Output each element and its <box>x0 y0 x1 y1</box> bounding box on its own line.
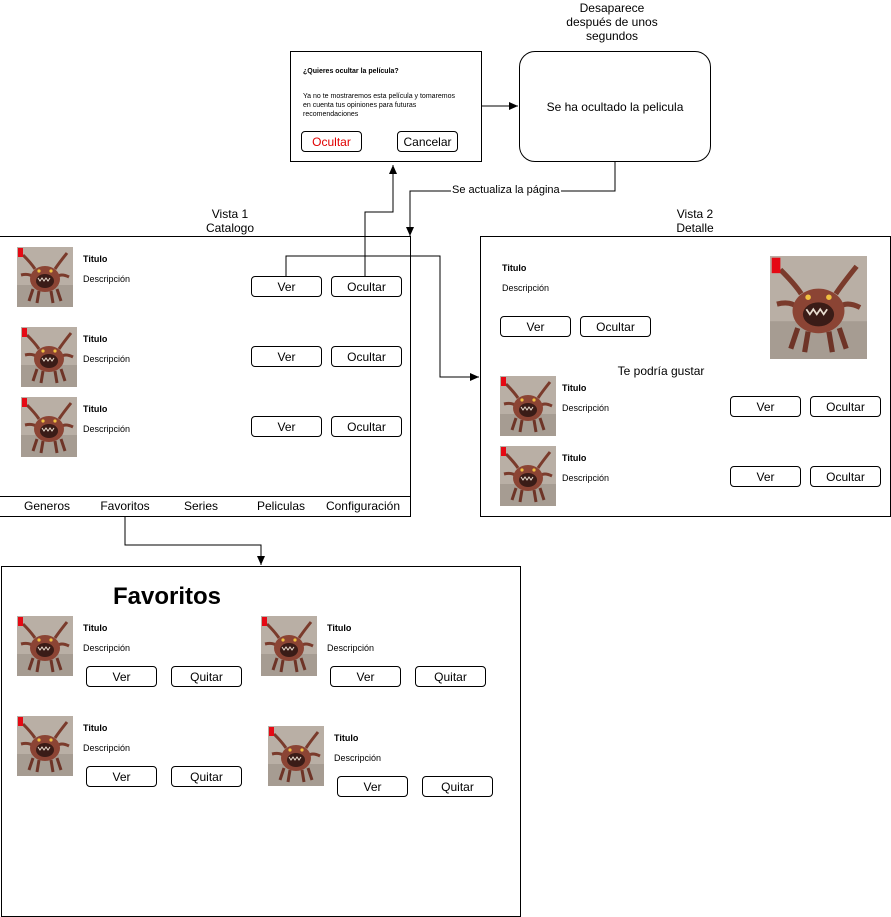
movie-poster-image[interactable] <box>17 616 73 676</box>
hide-button[interactable]: Ocultar <box>810 396 881 417</box>
catalog-caption-line1: Vista 1 <box>211 207 249 221</box>
item-title: Titulo <box>83 254 108 264</box>
item-title: Titulo <box>83 404 108 414</box>
view-button[interactable]: Ver <box>251 276 322 297</box>
item-description: Descripción <box>562 473 610 483</box>
detail-view: Titulo Descripción Ver Ocultar Te podría… <box>480 236 891 517</box>
item-description: Descripción <box>562 403 610 413</box>
detail-hide-button[interactable]: Ocultar <box>580 316 651 337</box>
connector-view-to-detail <box>285 255 479 381</box>
catalog-caption: Vista 1 Catalogo <box>190 207 270 235</box>
item-title: Titulo <box>83 334 108 344</box>
detail-title: Titulo <box>502 263 527 273</box>
remove-button[interactable]: Quitar <box>422 776 493 797</box>
nav-item-peliculas[interactable]: Peliculas <box>256 499 306 513</box>
connector-toast-to-catalog <box>406 162 616 236</box>
hide-button[interactable]: Ocultar <box>331 276 402 297</box>
movie-poster-image[interactable] <box>268 726 324 786</box>
favorites-view: Favoritos Titulo Descripción Ver Quitar … <box>1 566 521 917</box>
hide-button[interactable]: Ocultar <box>331 416 402 437</box>
toast-note: Desaparece después de unos segundos <box>566 1 658 43</box>
item-title: Titulo <box>83 623 108 633</box>
item-description: Descripción <box>334 753 382 763</box>
hide-button[interactable]: Ocultar <box>331 346 402 367</box>
remove-button[interactable]: Quitar <box>171 766 242 787</box>
item-title: Titulo <box>562 453 587 463</box>
item-description: Descripción <box>83 743 131 753</box>
view-button[interactable]: Ver <box>251 346 322 367</box>
nav-item-series[interactable]: Series <box>183 499 218 513</box>
detail-caption-line1: Vista 2 <box>676 207 714 221</box>
refresh-edge-label: Se actualiza la página <box>451 184 561 196</box>
detail-view-button[interactable]: Ver <box>500 316 571 337</box>
view-button[interactable]: Ver <box>251 416 322 437</box>
nav-divider <box>0 496 410 497</box>
movie-poster-image[interactable] <box>21 397 77 457</box>
item-description: Descripción <box>83 424 131 434</box>
detail-caption: Vista 2 Detalle <box>655 207 735 235</box>
detail-description: Descripción <box>502 283 550 293</box>
item-title: Titulo <box>562 383 587 393</box>
item-description: Descripción <box>83 274 131 284</box>
dialog-question: ¿Quieres ocultar la película? <box>303 68 399 75</box>
connector-hide-to-dialog <box>364 165 397 276</box>
movie-poster-image[interactable] <box>500 376 556 436</box>
favorites-heading: Favoritos <box>113 583 222 610</box>
item-description: Descripción <box>83 354 131 364</box>
item-title: Titulo <box>83 723 108 733</box>
item-description: Descripción <box>83 643 131 653</box>
remove-button[interactable]: Quitar <box>171 666 242 687</box>
hide-button[interactable]: Ocultar <box>810 466 881 487</box>
hidden-toast: Se ha ocultado la pelicula <box>519 51 711 162</box>
view-button[interactable]: Ver <box>337 776 408 797</box>
dialog-message: Ya no te mostraremos esta película y tom… <box>303 93 455 118</box>
view-button[interactable]: Ver <box>330 666 401 687</box>
connector-favorites-to-view <box>124 517 265 565</box>
item-title: Titulo <box>334 733 359 743</box>
nav-item-favoritos[interactable]: Favoritos <box>100 499 150 513</box>
view-button[interactable]: Ver <box>86 766 157 787</box>
detail-caption-line2: Detalle <box>676 221 714 235</box>
hide-confirm-dialog: ¿Quieres ocultar la película? Ya no te m… <box>290 51 482 162</box>
movie-poster-image[interactable] <box>17 247 73 307</box>
suggestions-heading: Te podría gustar <box>617 364 705 378</box>
movie-poster-image[interactable] <box>17 716 73 776</box>
item-title: Titulo <box>327 623 352 633</box>
view-button[interactable]: Ver <box>730 396 801 417</box>
dialog-cancel-button[interactable]: Cancelar <box>397 131 458 152</box>
view-button[interactable]: Ver <box>86 666 157 687</box>
dialog-confirm-button[interactable]: Ocultar <box>301 131 362 152</box>
catalog-caption-line2: Catalogo <box>205 221 255 235</box>
item-description: Descripción <box>327 643 375 653</box>
toast-message: Se ha ocultado la pelicula <box>546 99 684 114</box>
nav-item-generos[interactable]: Generos <box>23 499 71 513</box>
view-button[interactable]: Ver <box>730 466 801 487</box>
detail-poster-image <box>770 256 867 359</box>
movie-poster-image[interactable] <box>261 616 317 676</box>
catalog-view: Titulo Descripción Ver Ocultar Titulo De… <box>0 236 411 517</box>
movie-poster-image[interactable] <box>500 446 556 506</box>
movie-poster-image[interactable] <box>21 327 77 387</box>
remove-button[interactable]: Quitar <box>415 666 486 687</box>
nav-item-configuracion[interactable]: Configuración <box>325 499 401 513</box>
